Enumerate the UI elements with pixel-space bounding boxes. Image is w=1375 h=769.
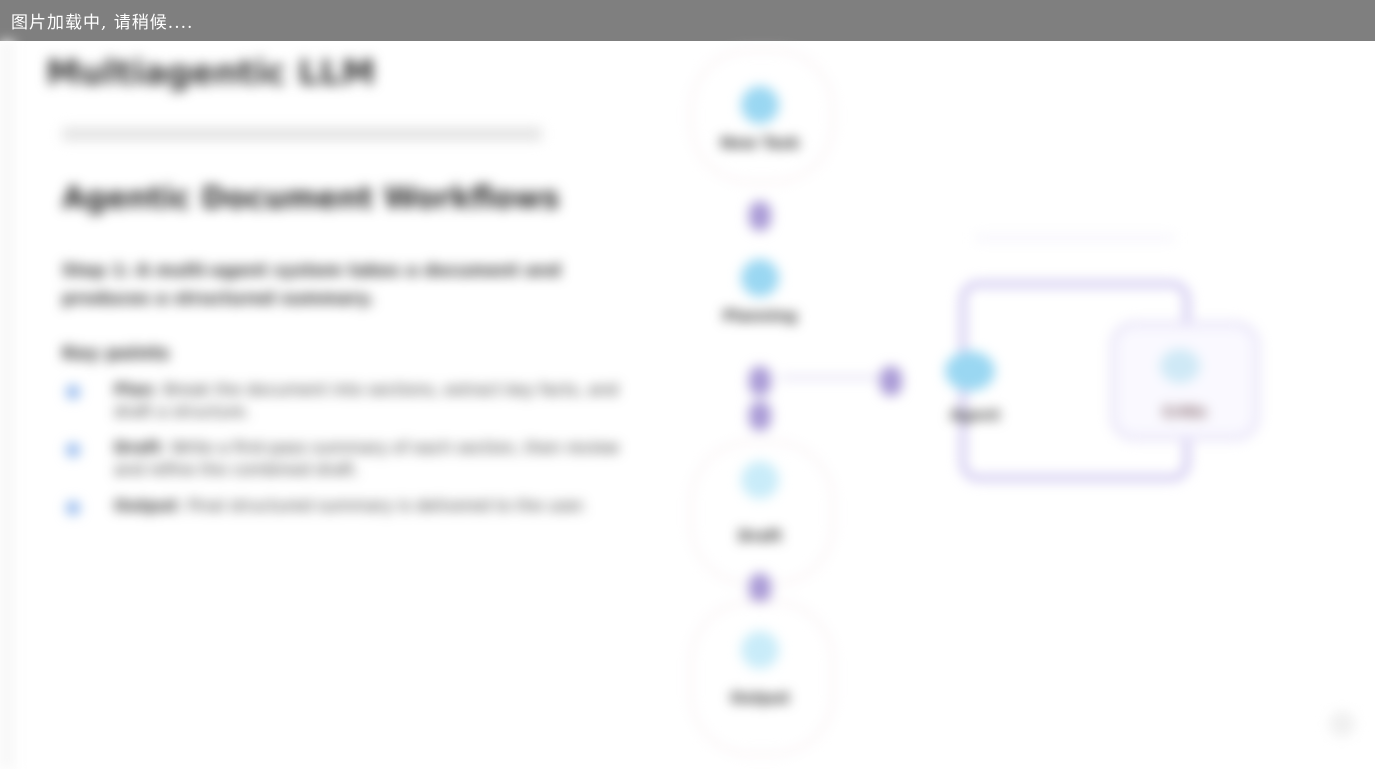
flow-node-draft: Draft: [695, 461, 825, 545]
list-item: Draft: Write a first-pass summary of eac…: [62, 437, 622, 481]
step-name: Draft: [114, 438, 161, 457]
flow-node-label: Draft: [738, 527, 782, 545]
flow-node-task: New Task: [695, 86, 825, 152]
loop-agent-label: Agent: [949, 406, 1001, 424]
bullet-icon: [66, 385, 80, 399]
agent-icon: [945, 351, 995, 391]
arrow-down-icon: [749, 366, 771, 396]
step-name: Output: [114, 496, 178, 515]
arrow-down-icon: [749, 573, 771, 603]
loading-banner: 图片加载中, 请稍候....: [0, 0, 1375, 41]
critic-icon: [1160, 349, 1200, 383]
steps-heading: Key points: [62, 343, 170, 364]
connector-line: [780, 376, 900, 379]
critic-box: [1110, 321, 1260, 441]
loop-critic-label: Critic: [1162, 403, 1208, 421]
flow-node-planning: Planning: [695, 259, 825, 325]
list-item: Plan: Break the document into sections, …: [62, 379, 622, 423]
output-icon: [741, 631, 779, 669]
node-ring: [690, 49, 834, 183]
left-rail: [0, 41, 14, 769]
steps-list: Plan: Break the document into sections, …: [62, 379, 622, 531]
arrow-down-icon: [749, 401, 771, 431]
flow-node-output: Output: [695, 631, 825, 707]
draft-icon: [741, 461, 779, 499]
fullscreen-icon[interactable]: [1329, 711, 1355, 737]
divider: [975, 236, 1175, 240]
step-name: Plan: [114, 380, 154, 399]
flow-node-label: New Task: [720, 134, 800, 152]
page-title: Multiagentic LLM: [46, 53, 376, 93]
flow-node-label: Planning: [722, 307, 798, 325]
node-ring: [690, 601, 834, 755]
document-title: Agentic Document Workflows: [62, 181, 560, 216]
document-description: Step 1: A multi-agent system takes a doc…: [62, 261, 561, 309]
task-icon: [741, 86, 779, 124]
step-text: Write a first-pass summary of each secti…: [114, 438, 619, 479]
arrow-right-icon: [880, 366, 902, 396]
step-text: Break the document into sections, extrac…: [114, 380, 619, 421]
bullet-icon: [66, 501, 80, 515]
step-text: Final structured summary is delivered to…: [187, 496, 587, 515]
loading-text: 图片加载中, 请稍候....: [11, 13, 194, 33]
slide-canvas: Multiagentic LLM Agentic Document Workfl…: [0, 41, 1375, 769]
bullet-icon: [66, 443, 80, 457]
arrow-down-icon: [749, 201, 771, 231]
subtitle-line: [62, 127, 542, 141]
list-item: Output: Final structured summary is deli…: [62, 495, 622, 517]
flow-node-label: Output: [730, 689, 790, 707]
plan-icon: [741, 259, 779, 297]
